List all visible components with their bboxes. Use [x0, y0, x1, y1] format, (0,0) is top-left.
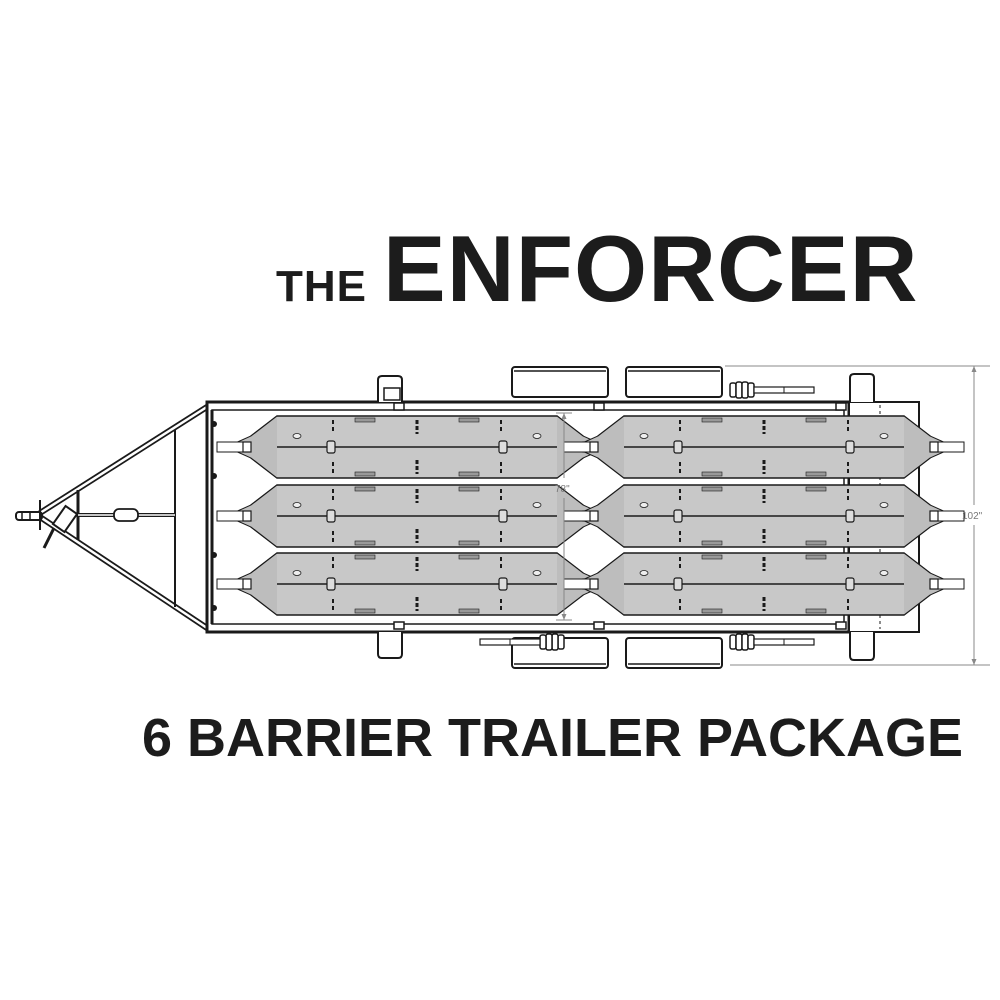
dimension-102-label: 102": [962, 511, 983, 522]
barrier-1: [215, 414, 619, 480]
product-title: THE ENFORCER: [276, 222, 918, 316]
title-main: ENFORCER: [383, 216, 919, 321]
dimension-78: [556, 412, 572, 621]
running-gear-bottom: [377, 632, 875, 669]
dimension-78-label: 78": [555, 484, 570, 495]
dimension-102: [725, 365, 990, 666]
barrier-4: [562, 414, 966, 480]
running-gear-top: [377, 366, 875, 402]
title-prefix: THE: [276, 262, 367, 311]
package-subtitle: 6 BARRIER TRAILER PACKAGE: [142, 708, 964, 768]
tongue-frame: [15, 402, 212, 633]
barrier-6: [562, 551, 966, 617]
barrier-5: [562, 483, 966, 549]
barrier-group: [215, 414, 966, 617]
barrier-3: [215, 551, 619, 617]
